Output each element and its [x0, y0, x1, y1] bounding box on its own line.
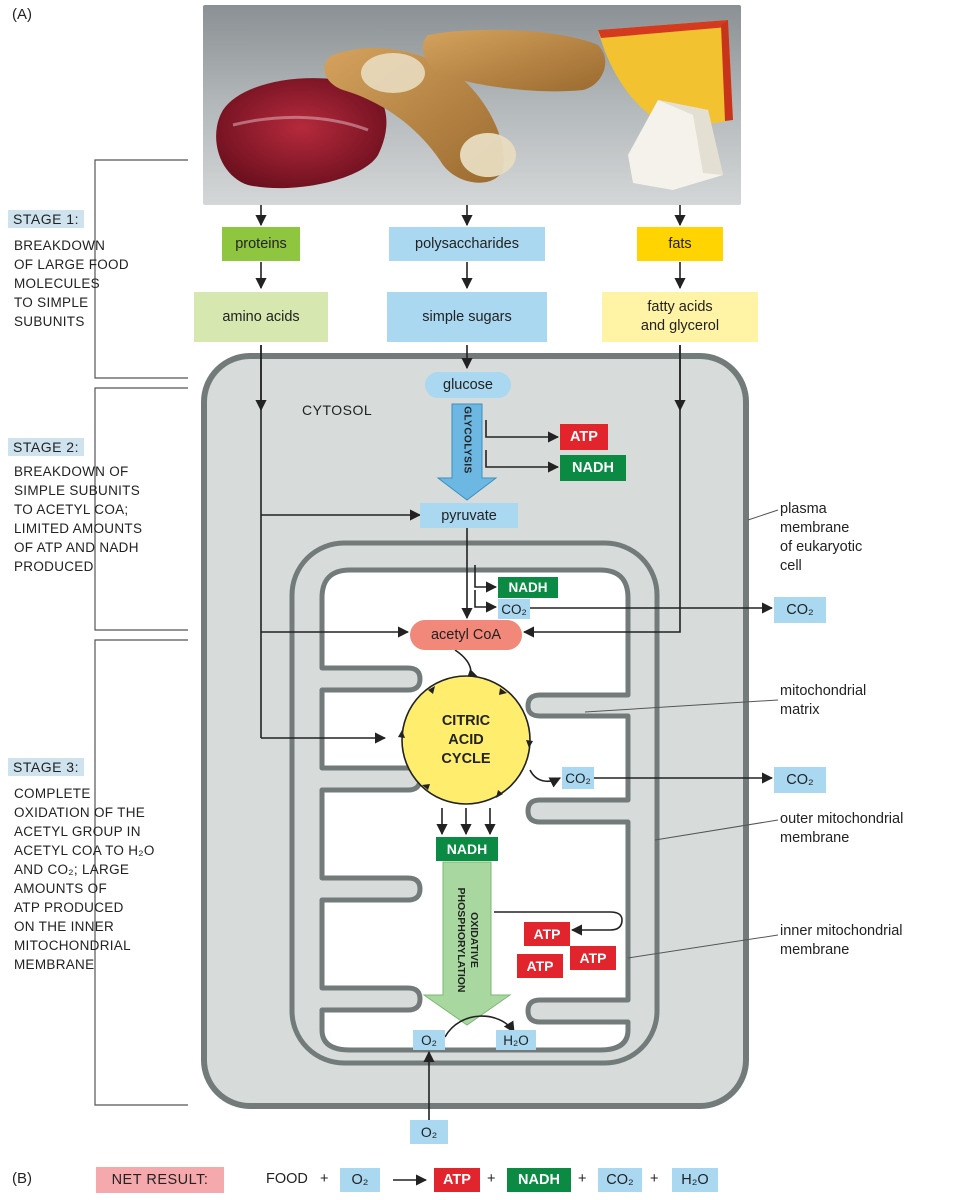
panel-a-label: (A) [12, 6, 32, 23]
net-nadh: NADH [507, 1168, 571, 1192]
nadh-badge-pyruvate: NADH [498, 577, 558, 598]
polysaccharides-box: polysaccharides [389, 227, 545, 261]
net-co2: CO₂ [598, 1168, 642, 1192]
atp-badge-oxphos-3: ATP [570, 946, 616, 970]
fats-box: fats [637, 227, 723, 261]
fatty-acids-box: fatty acids and glycerol [602, 292, 758, 342]
cheese-icon [598, 20, 733, 130]
co2-badge-out-1: CO₂ [774, 597, 826, 623]
citric-word: CITRIC [441, 713, 491, 729]
proteins-box: proteins [222, 227, 300, 261]
outer-membrane-label: outer mitochondrial membrane [780, 811, 904, 846]
stage3-bracket [94, 639, 188, 1106]
stage-1-tag: STAGE 1: [8, 210, 84, 228]
nadh-badge-glycolysis: NADH [560, 455, 626, 481]
inner-membrane-label: inner mitochondrial membrane [780, 923, 903, 958]
mitochondrial-matrix-label: mitochondrial matrix [780, 683, 867, 718]
brie-icon [628, 100, 723, 190]
net-food: FOOD [266, 1171, 308, 1187]
stage-3-desc: COMPLETE OXIDATION OF THE ACETYL GROUP I… [14, 786, 155, 972]
stage-2-desc: BREAKDOWN OF SIMPLE SUBUNITS TO ACETYL C… [14, 464, 143, 574]
stage1-bracket [94, 159, 188, 379]
atp-badge-oxphos-2: ATP [517, 954, 563, 978]
stage-1-desc: BREAKDOWN OF LARGE FOOD MOLECULES TO SIM… [14, 238, 129, 329]
o2-badge-bottom: O₂ [410, 1120, 448, 1144]
h2o-badge-inner: H₂O [496, 1030, 536, 1050]
net-atp: ATP [434, 1168, 480, 1192]
citric-acid-cycle-circle [401, 675, 531, 805]
amino-acids-box: amino acids [194, 292, 328, 342]
oxphos-label: OXIDATIVE PHOSPHORYLATION [454, 887, 480, 992]
oxidative-word: OXIDATIVE [468, 912, 480, 968]
net-o2: O₂ [340, 1168, 380, 1192]
net-plus-2: + [487, 1171, 496, 1187]
pyruvate-box: pyruvate [420, 503, 518, 528]
cycle-word: CYCLE [441, 751, 491, 767]
net-plus-1: + [320, 1171, 329, 1187]
panel-b-label: (B) [12, 1170, 32, 1187]
oxphos-arrow [422, 861, 512, 1026]
net-plus-4: + [650, 1171, 659, 1187]
stage2-bracket [94, 387, 188, 631]
simple-sugars-box: simple sugars [387, 292, 547, 342]
co2-badge-out-2: CO₂ [774, 767, 826, 793]
acid-word: ACID [448, 732, 484, 748]
cytosol-label: CYTOSOL [302, 402, 373, 418]
net-result-label: NET RESULT: [96, 1167, 224, 1193]
stage-3-tag: STAGE 3: [8, 758, 84, 776]
co2-badge-pyruvate: CO₂ [498, 599, 530, 619]
net-h2o: H₂O [672, 1168, 718, 1192]
plasma-membrane-label: plasma membrane of eukaryotic cell [780, 501, 863, 574]
food-photo [203, 5, 741, 205]
phosphorylation-word: PHOSPHORYLATION [455, 887, 467, 993]
stage-2-tag: STAGE 2: [8, 438, 84, 456]
citric-acid-cycle-label: CITRIC ACID CYCLE [402, 712, 530, 769]
glycolysis-arrow [436, 403, 498, 501]
atp-badge-oxphos-1: ATP [524, 922, 570, 946]
bread-icon [324, 29, 606, 183]
acetyl-coa-pill: acetyl CoA [410, 620, 522, 650]
glycolysis-label: GLYCOLYSIS [461, 406, 473, 474]
atp-badge-glycolysis: ATP [560, 424, 608, 450]
net-plus-3: + [578, 1171, 587, 1187]
nadh-badge-cycle: NADH [436, 837, 498, 861]
meat-icon [216, 78, 387, 189]
o2-badge-inner: O₂ [413, 1030, 445, 1050]
co2-badge-cycle: CO₂ [562, 767, 594, 789]
glucose-pill: glucose [425, 372, 511, 398]
